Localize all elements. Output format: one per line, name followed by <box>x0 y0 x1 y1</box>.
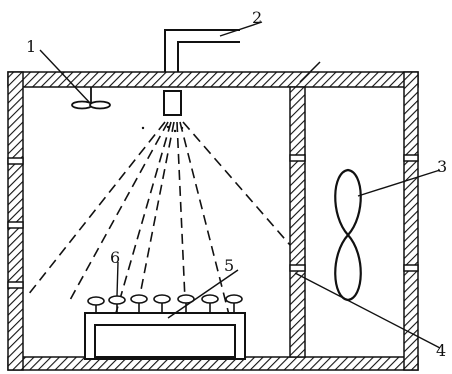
mushroom-icon <box>130 294 148 313</box>
left-vent-middle <box>7 221 24 229</box>
mushroom-icon <box>201 294 219 313</box>
top-vent-line <box>299 61 321 83</box>
right-wall <box>403 71 419 371</box>
mushroom-icon <box>225 294 243 313</box>
spray-pattern <box>27 121 291 359</box>
callout-2: 2 <box>252 8 262 27</box>
right-vent-lower <box>403 264 419 272</box>
callout-5: 5 <box>224 256 234 275</box>
left-vent-upper <box>7 157 24 165</box>
mushroom-icon <box>108 295 126 313</box>
callout-1: 1 <box>26 37 36 56</box>
right-vent-upper <box>403 154 419 162</box>
ceiling-fan-icon <box>71 87 111 110</box>
partition-vent-upper <box>289 154 306 162</box>
partition-wall <box>289 86 306 358</box>
left-vent-lower <box>7 281 24 289</box>
mushroom-icon <box>87 296 105 313</box>
partition-vent-lower <box>289 264 306 272</box>
mushroom-row <box>87 294 243 313</box>
vent-openings <box>7 154 419 289</box>
top-wall <box>7 71 419 88</box>
spray-mist <box>141 125 184 133</box>
callout-4: 4 <box>436 341 446 360</box>
inlet-pipe <box>164 29 240 72</box>
callout-leaders <box>39 21 441 349</box>
left-wall <box>7 71 24 371</box>
exhaust-fan-icon <box>334 168 362 302</box>
growing-rack <box>84 312 246 360</box>
spray-nozzle <box>163 90 182 116</box>
callout-3: 3 <box>437 157 447 176</box>
mushroom-icon <box>153 294 171 313</box>
mushroom-icon <box>177 294 195 313</box>
callout-6: 6 <box>110 248 120 267</box>
